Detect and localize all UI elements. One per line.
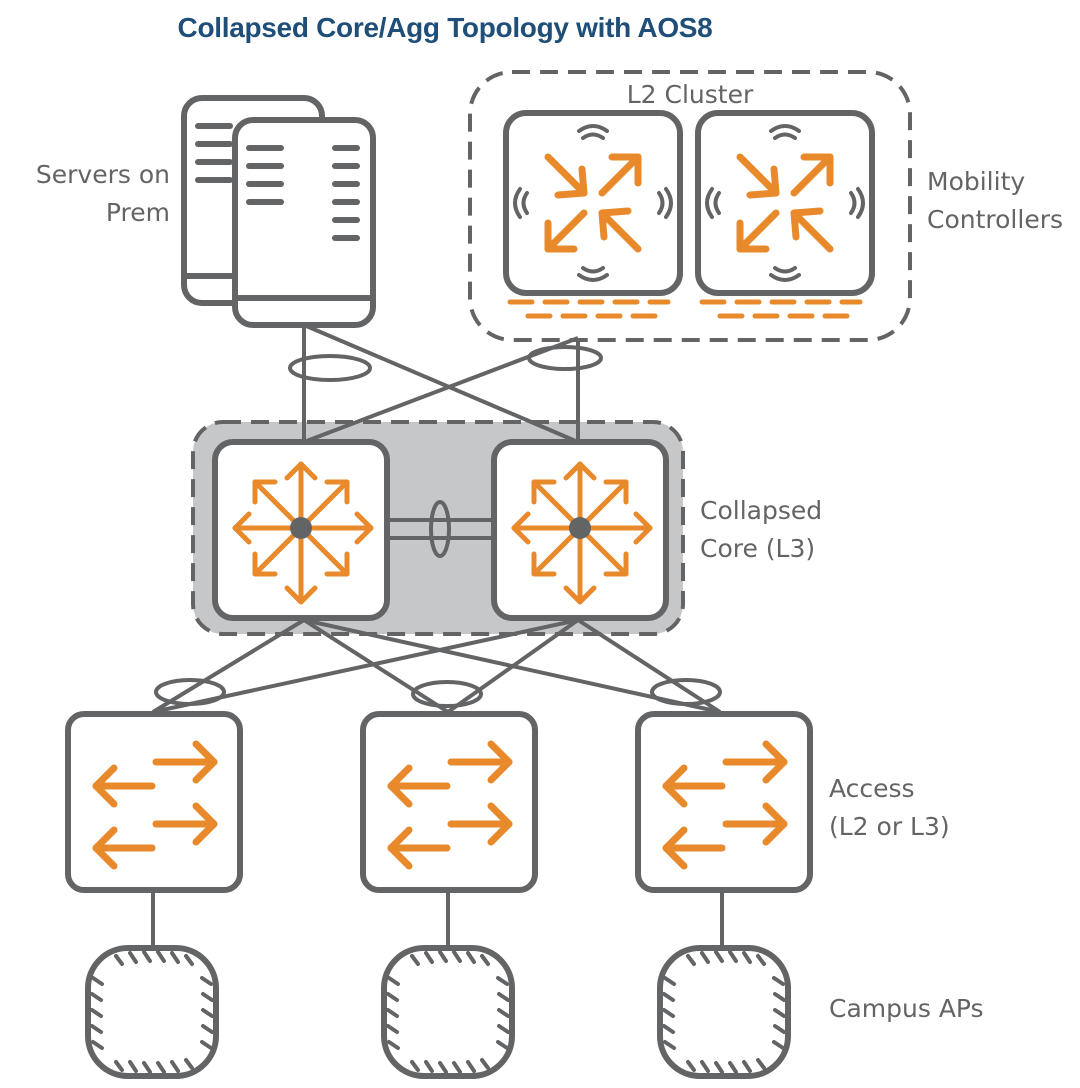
router-switch-icon <box>215 442 387 618</box>
servers-label: Servers on Prem <box>0 156 170 232</box>
core-isl-link <box>390 500 494 558</box>
mobility-label-line-2: Controllers <box>927 205 1063 234</box>
access-label: Access (L2 or L3) <box>829 770 999 846</box>
switch-icon <box>638 714 810 890</box>
mobility-controllers-label: Mobility Controllers <box>927 163 1077 239</box>
diagram-title: Collapsed Core/Agg Topology with AOS8 <box>177 12 713 43</box>
server-icon <box>235 120 373 325</box>
router-switch-icon <box>494 442 666 618</box>
access-point-icon <box>384 948 512 1076</box>
servers-label-line-1: Servers on <box>35 160 170 189</box>
access-point-icon <box>88 948 216 1076</box>
mobility-label-line-1: Mobility <box>927 167 1026 196</box>
core-label-line-1: Collapsed <box>700 496 823 525</box>
switch-icon <box>363 714 535 890</box>
uplink-lines <box>288 323 603 444</box>
access-point-icon <box>660 948 788 1076</box>
controller-port-dashes <box>507 299 863 319</box>
collapsed-core-label: Collapsed Core (L3) <box>700 492 870 568</box>
l2-cluster-label: L2 Cluster <box>626 80 754 109</box>
wireless-controller-icon <box>506 113 680 293</box>
l2-cluster-boundary <box>468 70 912 342</box>
access-label-line-1: Access <box>829 774 915 803</box>
switch-icon <box>68 714 240 890</box>
wireless-controller-icon <box>698 113 872 293</box>
access-label-line-2: (L2 or L3) <box>829 812 950 841</box>
core-label-line-2: Core (L3) <box>700 534 816 563</box>
downlink-lines <box>151 618 722 714</box>
servers-label-line-2: Prem <box>105 198 170 227</box>
campus-aps-label: Campus APs <box>829 994 984 1023</box>
ap-links <box>151 892 724 948</box>
